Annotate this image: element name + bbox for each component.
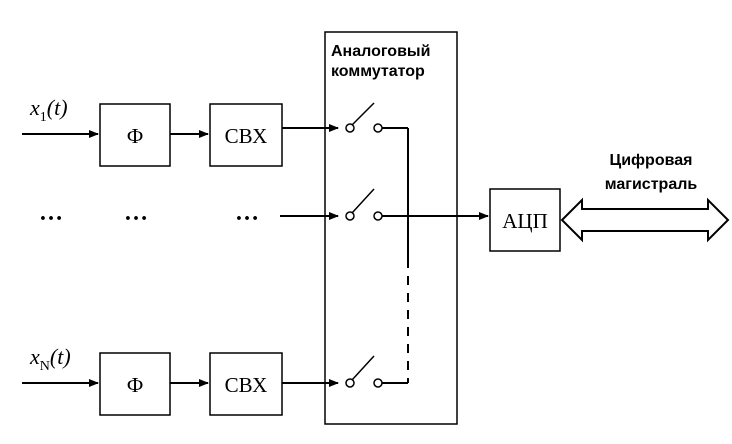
digital-bus-label-line2: магистраль [605, 176, 698, 193]
input-n-label: xN(t) [29, 344, 71, 374]
sample-hold-n-label: СВХ [225, 373, 268, 397]
adc-block [489, 188, 561, 252]
switch-1 [345, 102, 408, 133]
ellipsis-inputs: … [39, 200, 65, 226]
filter-1-label: Ф [127, 124, 144, 148]
analog-commutator-frame [324, 31, 458, 425]
commutator-title-line1: Аналоговый [331, 43, 430, 60]
ellipsis-sample-holds: … [235, 200, 261, 226]
commutator-title-line2: коммутатор [331, 63, 425, 80]
digital-bus-arrow [560, 197, 730, 243]
filter-n-block [99, 352, 171, 416]
input-1-label: x1(t) [29, 95, 68, 125]
digital-bus-label-line1: Цифровая [610, 152, 693, 169]
switch-n [345, 355, 408, 388]
sample-hold-n-block [209, 352, 283, 416]
sample-hold-1-block [209, 103, 283, 167]
ellipsis-filters: … [124, 200, 150, 226]
filter-n-label: Ф [127, 373, 144, 397]
switch-2 [345, 188, 408, 221]
adc-label: АЦП [502, 209, 548, 233]
sample-hold-1-label: СВХ [225, 124, 268, 148]
